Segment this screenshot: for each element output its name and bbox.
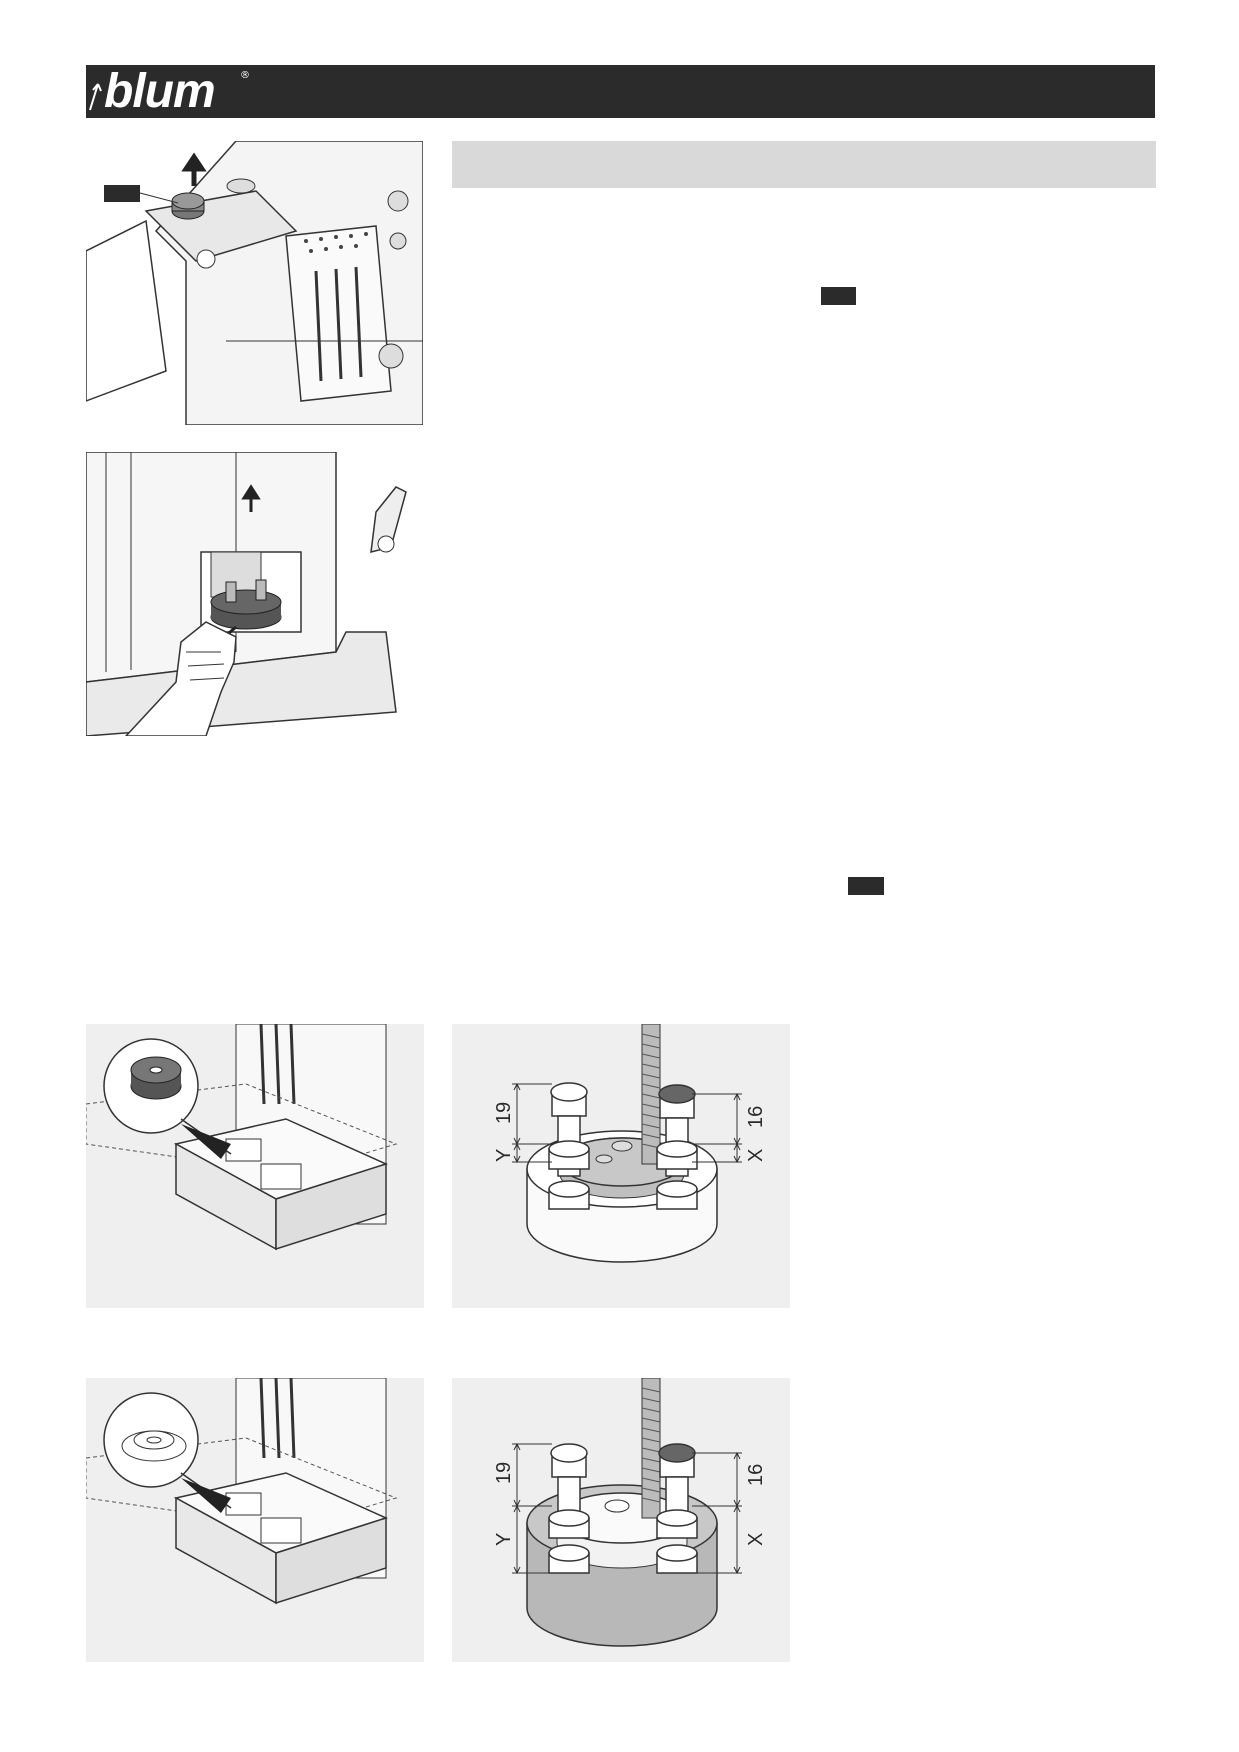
dimension-label-16: 16 [745,1106,767,1128]
figure-bolt-dimensions-2: 19 Y 16 X [452,1378,790,1662]
dimension-label-x: X [745,1149,767,1162]
dimension-label-y: Y [493,1533,515,1546]
figure-part-removal [86,452,423,736]
figure-base-disc-light [86,1378,424,1662]
dimension-label-16: 16 [745,1464,767,1486]
reference-tag [848,877,884,895]
section-heading-bar [452,141,1156,188]
figure-base-disc-dark [86,1024,424,1308]
brand-header-bar [86,65,1155,118]
blum-arrow-icon [89,83,102,111]
reference-tag [821,287,856,305]
brand-logo: blum [104,65,216,118]
dimension-label-y: Y [493,1149,515,1162]
registered-mark: ® [240,70,250,81]
figure-knob-removal [86,141,423,425]
dimension-label-19: 19 [493,1462,515,1484]
figure-bolt-dimensions-1: 19 Y 16 X [452,1024,790,1308]
dimension-label-x: X [745,1533,767,1546]
dimension-label-19: 19 [493,1102,515,1124]
